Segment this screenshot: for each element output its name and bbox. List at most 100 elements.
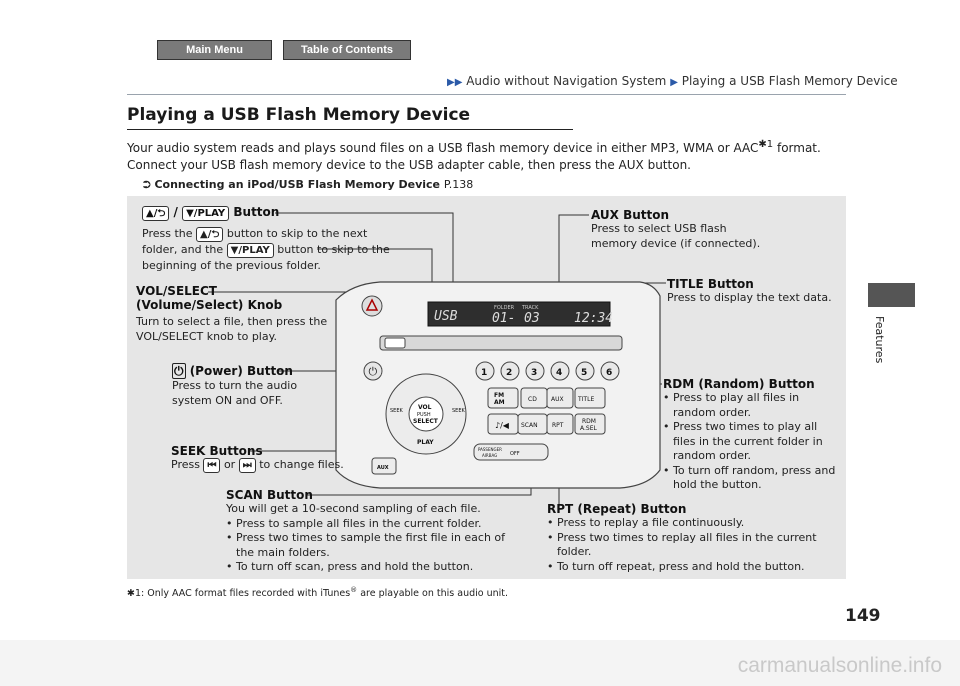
- list-item: Press two times to sample the first file…: [226, 531, 526, 560]
- vol-select-callout: VOL/SELECT (Volume/Select) Knob Turn to …: [136, 284, 336, 344]
- breadcrumb-section[interactable]: Audio without Navigation System: [466, 74, 667, 88]
- power-button: [363, 361, 383, 381]
- breadcrumb-page: Playing a USB Flash Memory Device: [681, 74, 898, 88]
- breadcrumb-arrow-icon: ▶: [670, 77, 678, 88]
- svg-text:SEEK: SEEK: [390, 408, 403, 414]
- svg-text:AIRBAG: AIRBAG: [482, 453, 497, 458]
- power-text-2: system ON and OFF.: [172, 393, 283, 407]
- svg-text:1: 1: [481, 368, 487, 378]
- page-title: Playing a USB Flash Memory Device: [127, 105, 471, 125]
- vol-text-2: VOL/SELECT knob to play.: [136, 329, 278, 343]
- aux-text-2: memory device (if connected).: [591, 236, 761, 250]
- aux-callout: AUX Button Press to select USB flash mem…: [591, 208, 791, 251]
- svg-text:VOL: VOL: [418, 404, 432, 411]
- footnote-star-icon: ✱: [127, 588, 135, 600]
- up-return-key-icon: ▲/⮌: [142, 206, 170, 221]
- svg-text:6: 6: [606, 368, 612, 378]
- svg-text:5: 5: [581, 368, 587, 378]
- svg-text:OFF: OFF: [510, 451, 520, 457]
- passenger-airbag-indicator: [473, 443, 549, 461]
- aux-text-1: Press to select USB flash: [591, 222, 727, 235]
- title-callout: TITLE Button Press to display the text d…: [667, 277, 847, 306]
- skip-heading: ▲/⮌ / ▼/PLAY Button: [142, 205, 390, 221]
- scan-text: You will get a 10-second sampling of eac…: [226, 502, 481, 515]
- watermark: carmanualsonline.info: [737, 654, 942, 677]
- intro-line-1-end: format.: [773, 141, 821, 155]
- title-underline: [127, 129, 573, 130]
- vol-heading-2: (Volume/Select) Knob: [136, 298, 283, 312]
- scan-heading: SCAN Button: [226, 488, 313, 502]
- intro-line-2: Connect your USB flash memory device to …: [127, 158, 691, 172]
- svg-text:RDM: RDM: [582, 418, 596, 425]
- rdm-callout: RDM (Random) Button Press to play all fi…: [663, 377, 843, 493]
- breadcrumb: ▶▶ Audio without Navigation System ▶ Pla…: [447, 74, 898, 88]
- rpt-heading: RPT (Repeat) Button: [547, 502, 687, 516]
- svg-text:PASSENGER: PASSENGER: [478, 447, 502, 452]
- page-number: 149: [845, 606, 881, 626]
- preset-buttons: 1 2 3 4 5 6: [475, 361, 620, 381]
- power-callout: ⏻ (Power) Button Press to turn the audio…: [172, 363, 332, 408]
- svg-text:AUX: AUX: [551, 396, 564, 403]
- scan-bullets: Press to sample all files in the current…: [226, 517, 526, 575]
- section-tab[interactable]: [868, 283, 915, 307]
- seek-text: Press ⏮ or ⏭ to change files.: [171, 458, 344, 473]
- rpt-callout: RPT (Repeat) Button Press to replay a fi…: [547, 502, 843, 574]
- vol-text-1: Turn to select a file, then press the: [136, 315, 328, 328]
- rdm-bullets: Press to play all files in random order.…: [663, 391, 843, 493]
- seek-heading: SEEK Buttons: [171, 444, 263, 458]
- disc-slot: [379, 335, 623, 351]
- svg-text:AM: AM: [494, 399, 505, 406]
- svg-text:SELECT: SELECT: [413, 418, 439, 425]
- svg-text:2: 2: [506, 368, 512, 378]
- intro-line-1: Your audio system reads and plays sound …: [127, 141, 759, 155]
- aux-jack: [371, 457, 397, 475]
- power-heading: ⏻ (Power) Button: [172, 363, 293, 379]
- footer-bar: [0, 640, 960, 686]
- seek-forward-icon: ⏭: [238, 458, 256, 473]
- scan-callout: SCAN Button You will get a 10-second sam…: [226, 488, 526, 575]
- list-item: Press two times to play all files in the…: [663, 420, 843, 464]
- list-item: Press two times to replay all files in t…: [547, 531, 843, 560]
- rpt-bullets: Press to replay a file continuously. Pre…: [547, 516, 843, 574]
- svg-text:AUX: AUX: [377, 465, 389, 471]
- svg-text:SEEK: SEEK: [452, 408, 465, 414]
- svg-text:12:34: 12:34: [574, 311, 613, 326]
- table-of-contents-button[interactable]: Table of Contents: [283, 40, 411, 60]
- svg-text:RPT: RPT: [552, 422, 564, 429]
- list-item: Press to play all files in random order.: [663, 391, 843, 420]
- svg-text:A.SEL: A.SEL: [580, 425, 598, 432]
- cross-reference-link[interactable]: ⮊ Connecting an iPod/USB Flash Memory De…: [143, 178, 474, 191]
- title-text: Press to display the text data.: [667, 291, 832, 304]
- title-heading: TITLE Button: [667, 277, 754, 291]
- skip-description: Press the ▲/⮌ button to skip to the next…: [142, 227, 390, 272]
- svg-text:FOLDER: FOLDER: [494, 305, 515, 311]
- list-item: To turn off scan, press and hold the but…: [226, 560, 526, 575]
- svg-text:4: 4: [556, 368, 562, 378]
- seek-back-icon: ⏮: [203, 458, 221, 473]
- header-divider: [127, 94, 846, 95]
- breadcrumb-arrow-icon: ▶▶: [447, 77, 463, 88]
- unit-display: [427, 301, 611, 327]
- svg-text:CD: CD: [528, 396, 537, 403]
- seek-callout: SEEK Buttons Press ⏮ or ⏭ to change file…: [171, 444, 371, 473]
- svg-text:TITLE: TITLE: [577, 396, 594, 403]
- svg-text:⏻: ⏻: [369, 365, 378, 378]
- svg-text:01-: 01-: [492, 311, 515, 326]
- vol-heading-1: VOL/SELECT: [136, 284, 217, 298]
- aux-heading: AUX Button: [591, 208, 670, 222]
- eject-button: [384, 337, 406, 349]
- svg-text:PLAY: PLAY: [417, 439, 434, 446]
- intro-text: Your audio system reads and plays sound …: [127, 136, 847, 174]
- main-menu-button[interactable]: Main Menu: [157, 40, 272, 60]
- svg-text:3: 3: [531, 368, 537, 378]
- rdm-heading: RDM (Random) Button: [663, 377, 815, 391]
- section-tab-label: Features: [873, 316, 886, 364]
- svg-text:TRACK: TRACK: [521, 305, 539, 311]
- list-item: Press to sample all files in the current…: [226, 517, 526, 532]
- reference-icon: ⮊: [143, 180, 151, 191]
- power-icon: ⏻: [172, 363, 186, 379]
- svg-text:FM: FM: [494, 392, 504, 399]
- list-item: To turn off repeat, press and hold the b…: [547, 560, 843, 575]
- svg-text:03: 03: [524, 311, 540, 326]
